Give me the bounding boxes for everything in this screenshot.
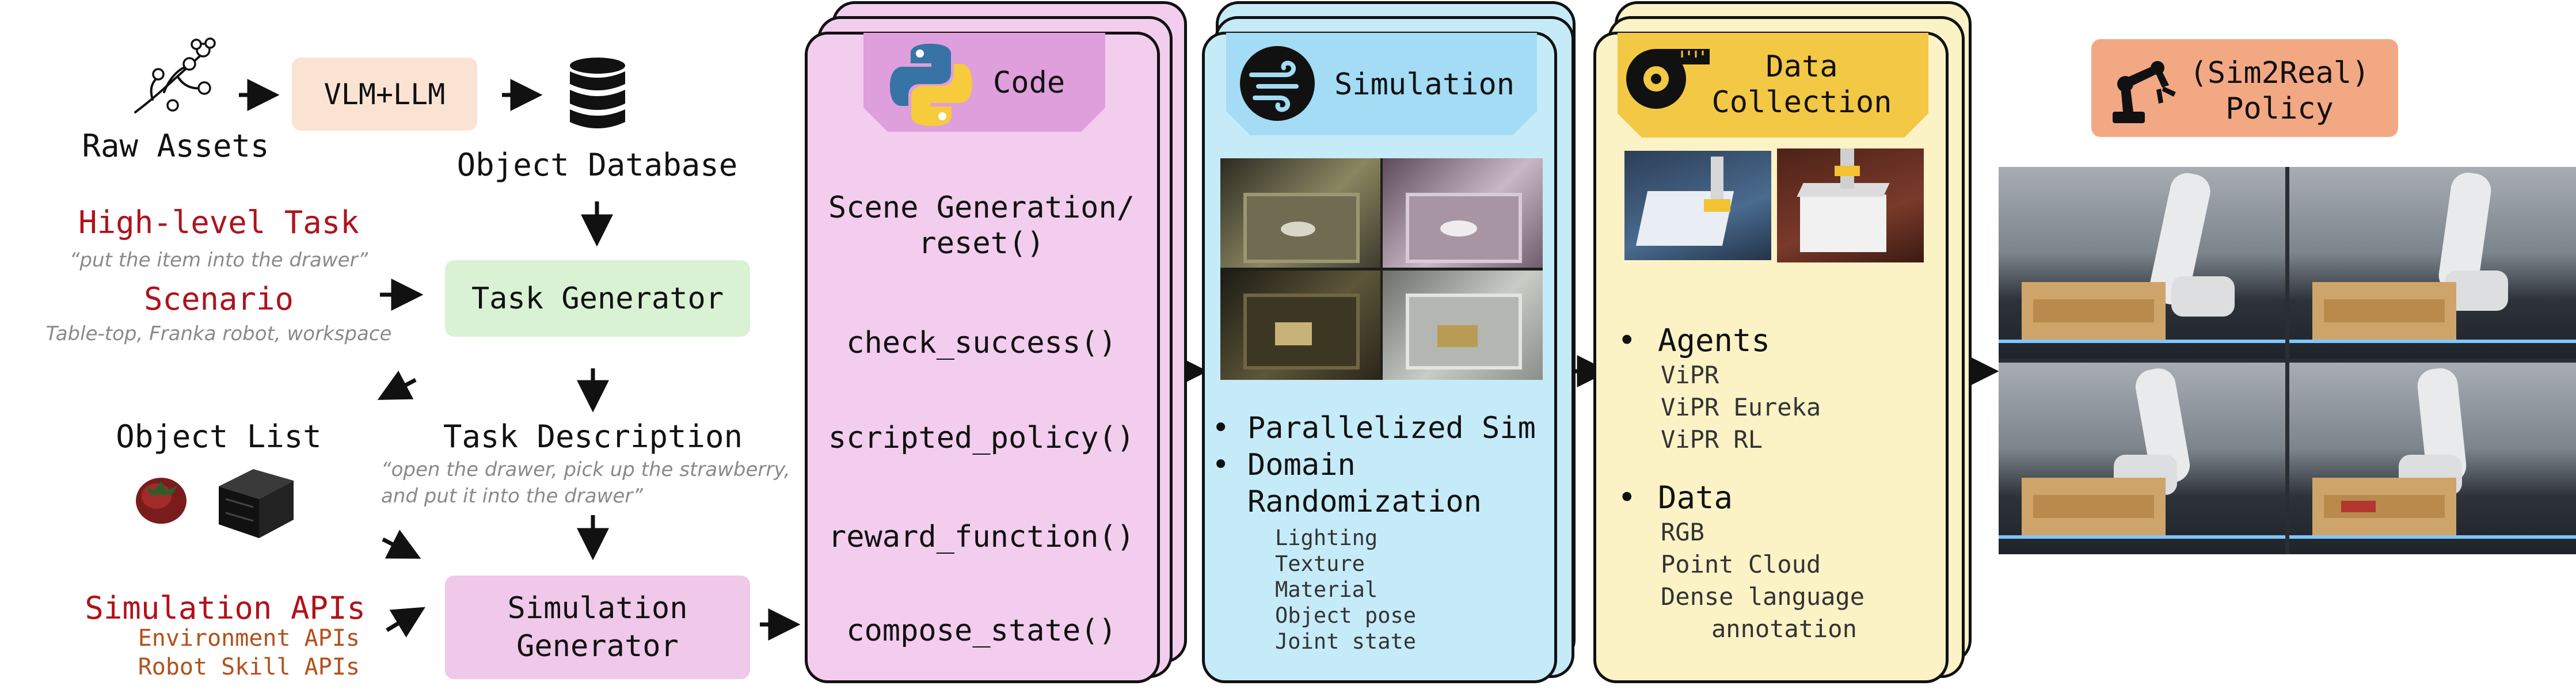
- data-collection-title-line1: Data: [1765, 49, 1838, 84]
- data-list-heading: •Data: [1618, 479, 1940, 516]
- high-level-task-example: “put the item into the drawer”: [69, 249, 368, 272]
- simulation-render-4: [1383, 271, 1543, 380]
- database-icon: [570, 58, 625, 128]
- agent-item: ViPR Eureka: [1661, 393, 1821, 421]
- randomization-item: Joint state: [1275, 629, 1417, 654]
- environment-apis-label: Environment APIs: [138, 625, 360, 652]
- policy-title-line1: (Sim2Real): [2189, 56, 2370, 90]
- vlm-llm-label: VLM+LLM: [324, 77, 446, 111]
- object-list-label: Object List: [116, 418, 322, 455]
- real-robot-photo-grid: [1999, 167, 2576, 554]
- task-description-label: Task Description: [443, 418, 743, 455]
- data-render-1: [1624, 151, 1771, 260]
- high-level-task-label: High-level Task: [78, 204, 359, 241]
- simulation-render-1: [1220, 158, 1380, 268]
- simulation-bullet-parallelized: •Parallelized Sim: [1212, 411, 1536, 445]
- data-item: annotation: [1711, 615, 1857, 643]
- code-panel: [805, 32, 1160, 683]
- robot-arm-icon: [2113, 61, 2176, 123]
- code-function-check-success: check_success(): [846, 326, 1117, 360]
- randomization-item: Object pose: [1275, 603, 1417, 628]
- agents-list-heading: •Agents: [1618, 322, 1940, 359]
- randomization-item: Texture: [1275, 551, 1365, 576]
- data-item: Dense language: [1661, 582, 1865, 611]
- arrow-object-list-to-sim-generator: [382, 530, 421, 559]
- agent-item: ViPR: [1661, 361, 1719, 389]
- real-robot-photo-4: [2289, 363, 2576, 554]
- task-description-example-line1: “open the drawer, pick up the strawberry…: [381, 458, 790, 481]
- data-item: Point Cloud: [1661, 550, 1821, 578]
- randomization-item: Material: [1275, 577, 1378, 602]
- arrow-apis-to-sim-generator: [386, 607, 425, 638]
- strawberry-icon: [136, 478, 187, 524]
- robot-skill-apis-label: Robot Skill APIs: [138, 654, 360, 680]
- simulation-bullet-list: •Parallelized Sim •Domain Randomization: [1212, 410, 1557, 520]
- randomization-items-list: Lighting Texture Material Object pose Jo…: [1275, 525, 1551, 654]
- data-render-2: [1777, 148, 1924, 262]
- simulation-title: Simulation: [1334, 67, 1515, 102]
- task-description-example-line2: and put it into the drawer”: [381, 485, 643, 508]
- wind-icon: [1240, 46, 1315, 121]
- task-generator-box: Task Generator: [445, 260, 750, 337]
- object-database-label: Object Database: [456, 147, 738, 183]
- real-robot-photo-2: [2289, 167, 2576, 359]
- code-function-reset: reset(): [918, 226, 1045, 261]
- data-items-list: RGB Point Cloud Dense language annotatio…: [1661, 516, 1937, 645]
- agents-list: ViPR ViPR Eureka ViPR RL: [1661, 359, 1937, 456]
- measuring-tape-icon: [1626, 49, 1710, 109]
- code-function-compose-state: compose_state(): [846, 614, 1117, 648]
- data-heading: •Data: [1618, 479, 1733, 516]
- python-logo-icon: [890, 44, 972, 126]
- simulation-generator-label-line1: Simulation: [507, 591, 688, 626]
- simulation-bullet-randomization: Randomization: [1247, 485, 1482, 519]
- code-function-scripted-policy: scripted_policy(): [828, 421, 1135, 455]
- code-title: Code: [993, 66, 1066, 100]
- scenario-example: Table-top, Franka robot, workspace: [45, 322, 392, 345]
- simulation-generator-box: Simulation Generator: [445, 576, 750, 679]
- policy-title-line2: Policy: [2225, 92, 2334, 126]
- randomization-item: Lighting: [1275, 525, 1378, 550]
- data-collection-title-line2: Collection: [1711, 85, 1892, 120]
- real-robot-photo-1: [1999, 167, 2285, 359]
- simulation-generator-label-line2: Generator: [516, 629, 679, 664]
- agents-heading: •Agents: [1618, 322, 1771, 359]
- vlm-llm-box: VLM+LLM: [292, 58, 477, 131]
- simulation-bullet-domain: •Domain: [1212, 448, 1356, 482]
- task-generator-label: Task Generator: [471, 281, 724, 316]
- data-panel: [1593, 32, 1949, 683]
- agent-item: ViPR RL: [1661, 425, 1763, 454]
- real-robot-photo-3: [1999, 363, 2285, 554]
- code-function-scene-generation: Scene Generation/: [828, 191, 1135, 225]
- code-function-reward-function: reward_function(): [828, 520, 1135, 554]
- raw-assets-label: Raw Assets: [82, 128, 269, 164]
- simulation-render-grid: [1220, 158, 1543, 380]
- scenario-label: Scenario: [143, 281, 294, 317]
- simulation-apis-label: Simulation APIs: [85, 590, 366, 626]
- simulation-render-2: [1383, 158, 1543, 268]
- data-item: RGB: [1661, 518, 1704, 546]
- cherry-blossom-branch-icon: [134, 37, 216, 113]
- drawer-cabinet-icon: [219, 469, 294, 538]
- simulation-render-3: [1220, 271, 1380, 380]
- arrow-task-generator-to-object-list: [377, 371, 417, 400]
